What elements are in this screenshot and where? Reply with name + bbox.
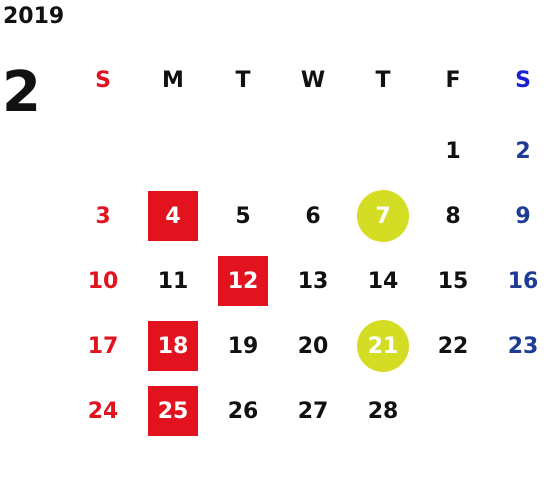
day-cell[interactable]: 24 bbox=[68, 379, 138, 443]
day-cell[interactable]: 8 bbox=[418, 184, 488, 248]
day-cell[interactable]: 21 bbox=[348, 314, 418, 378]
day-cell[interactable]: 3 bbox=[68, 184, 138, 248]
day-cell[interactable]: 18 bbox=[138, 314, 208, 378]
day-cell[interactable]: 10 bbox=[68, 249, 138, 313]
day-cell[interactable]: 23 bbox=[488, 314, 548, 378]
day-number: 5 bbox=[235, 203, 251, 229]
day-number: 16 bbox=[507, 268, 539, 294]
day-cell[interactable]: 9 bbox=[488, 184, 548, 248]
day-number: 28 bbox=[367, 398, 399, 424]
day-cell[interactable]: 1 bbox=[418, 119, 488, 183]
day-number: 25 bbox=[157, 398, 189, 424]
day-number: 4 bbox=[165, 203, 181, 229]
day-cell[interactable]: 25 bbox=[138, 379, 208, 443]
day-cell[interactable]: 27 bbox=[278, 379, 348, 443]
weekday-header-tue: T bbox=[235, 67, 251, 93]
day-number: 2 bbox=[515, 138, 531, 164]
day-number: 10 bbox=[87, 268, 119, 294]
day-number: 14 bbox=[367, 268, 399, 294]
day-cell[interactable]: 13 bbox=[278, 249, 348, 313]
day-number: 27 bbox=[297, 398, 329, 424]
day-cell[interactable]: 2 bbox=[488, 119, 548, 183]
holiday-marker bbox=[218, 256, 268, 306]
month-number: 2 bbox=[2, 60, 41, 125]
day-number: 22 bbox=[437, 333, 469, 359]
day-cell[interactable]: 16 bbox=[488, 249, 548, 313]
day-number: 21 bbox=[367, 333, 399, 359]
weekday-header-sat: S bbox=[515, 67, 531, 93]
day-cell[interactable]: 14 bbox=[348, 249, 418, 313]
day-number: 1 bbox=[445, 138, 461, 164]
day-cell[interactable]: 20 bbox=[278, 314, 348, 378]
day-cell[interactable]: 22 bbox=[418, 314, 488, 378]
weekday-header-mon: M bbox=[162, 67, 184, 93]
day-cell[interactable]: 7 bbox=[348, 184, 418, 248]
event-marker bbox=[357, 320, 409, 372]
day-cell[interactable]: 11 bbox=[138, 249, 208, 313]
weekday-header-sun: S bbox=[95, 67, 111, 93]
day-number: 20 bbox=[297, 333, 329, 359]
day-number: 15 bbox=[437, 268, 469, 294]
year-label: 2019 bbox=[3, 4, 65, 29]
day-cell[interactable]: 15 bbox=[418, 249, 488, 313]
day-cell[interactable]: 19 bbox=[208, 314, 278, 378]
day-cell[interactable]: 17 bbox=[68, 314, 138, 378]
day-number: 23 bbox=[507, 333, 539, 359]
day-number: 19 bbox=[227, 333, 259, 359]
day-cell[interactable]: 5 bbox=[208, 184, 278, 248]
weekday-header-thu: T bbox=[375, 67, 391, 93]
day-number: 17 bbox=[87, 333, 119, 359]
holiday-marker bbox=[148, 191, 198, 241]
day-number: 7 bbox=[375, 203, 391, 229]
day-number: 13 bbox=[297, 268, 329, 294]
day-number: 26 bbox=[227, 398, 259, 424]
weekday-header-fri: F bbox=[445, 67, 461, 93]
day-number: 24 bbox=[87, 398, 119, 424]
event-marker bbox=[357, 190, 409, 242]
day-cell[interactable]: 12 bbox=[208, 249, 278, 313]
day-number: 6 bbox=[305, 203, 321, 229]
day-number: 9 bbox=[515, 203, 531, 229]
day-number: 12 bbox=[227, 268, 259, 294]
day-number: 18 bbox=[157, 333, 189, 359]
day-cell[interactable]: 26 bbox=[208, 379, 278, 443]
holiday-marker bbox=[148, 321, 198, 371]
day-number: 3 bbox=[95, 203, 111, 229]
weekday-header-wed: W bbox=[300, 67, 326, 93]
day-number: 11 bbox=[157, 268, 189, 294]
day-cell[interactable]: 6 bbox=[278, 184, 348, 248]
day-cell[interactable]: 28 bbox=[348, 379, 418, 443]
day-number: 8 bbox=[445, 203, 461, 229]
holiday-marker bbox=[148, 386, 198, 436]
day-cell[interactable]: 4 bbox=[138, 184, 208, 248]
